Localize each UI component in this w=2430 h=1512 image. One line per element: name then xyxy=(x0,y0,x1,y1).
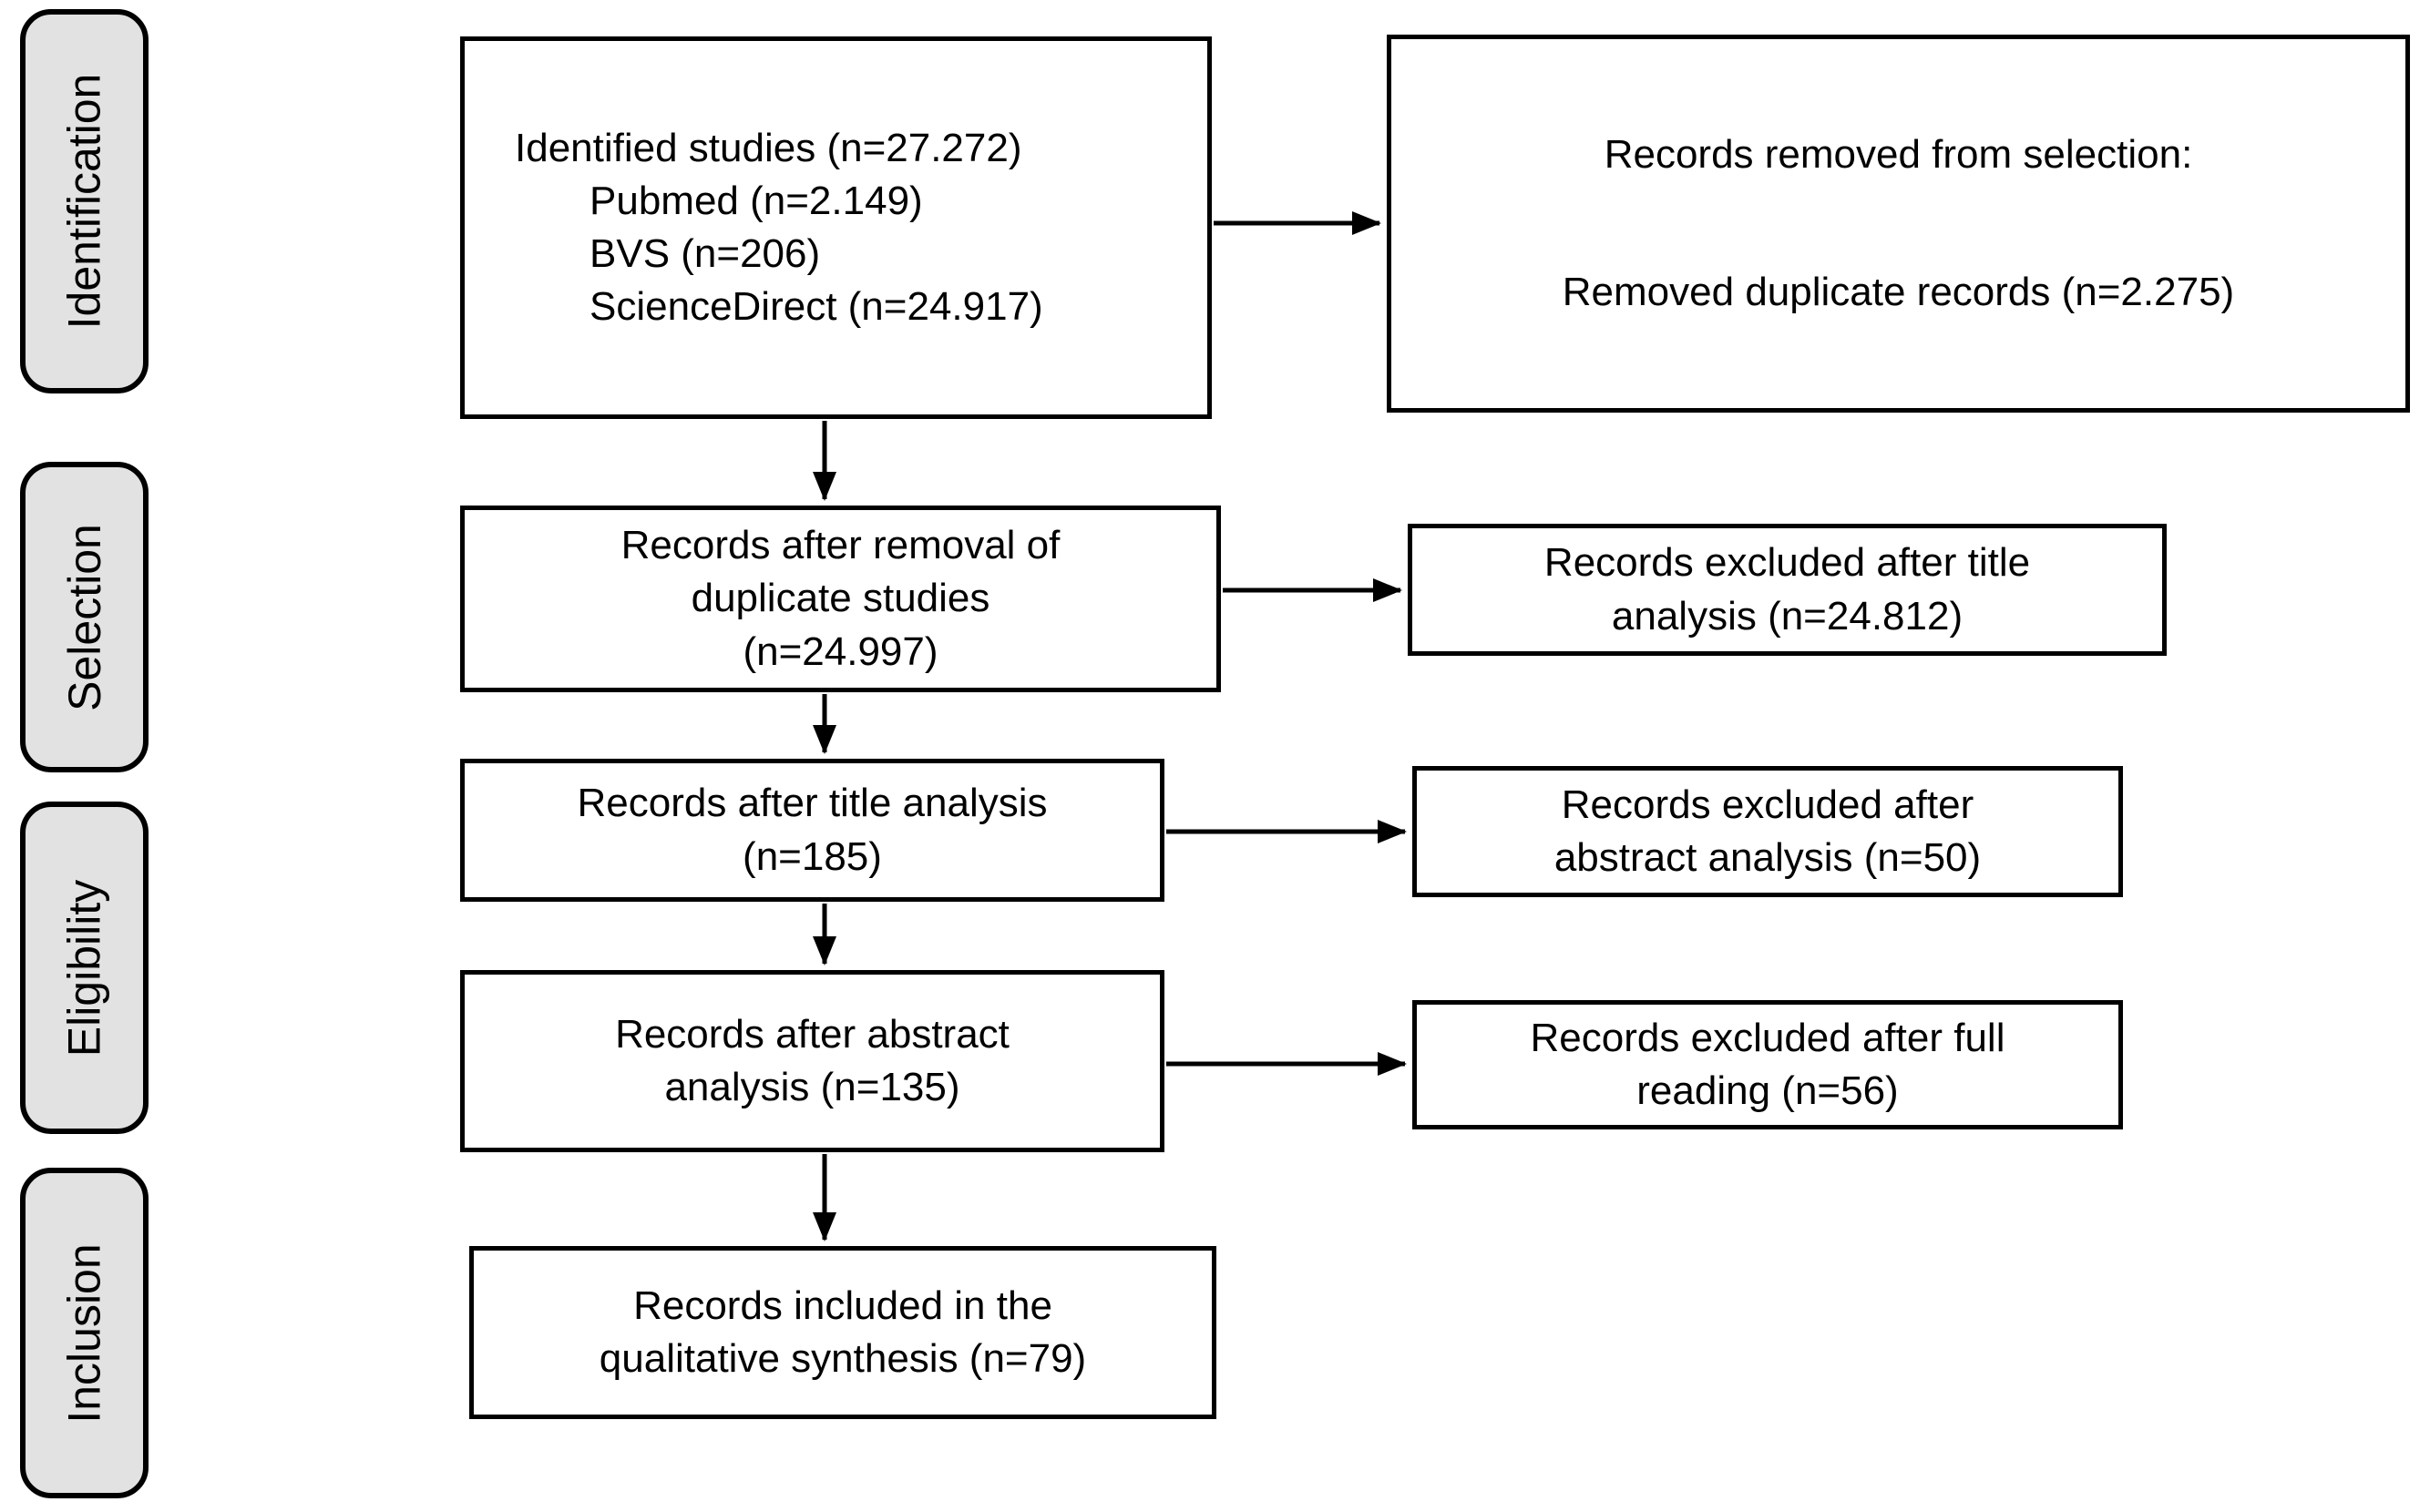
removed-duplicates-line: Removed duplicate records (n=2.275) xyxy=(1562,269,2235,314)
box-records-removed-from-selection: Records removed from selection: Removed … xyxy=(1387,35,2410,413)
box-records-after-duplicate-removal: Records after removal of duplicate studi… xyxy=(460,506,1221,692)
stage-eligibility-label: Eligibility xyxy=(58,879,110,1057)
removed-header-line: Records removed from selection: xyxy=(1604,132,2193,178)
stage-identification: Identification xyxy=(20,9,149,393)
included-line-2: qualitative synthesis (n=79) xyxy=(599,1336,1087,1381)
excluded-full-line-2: reading (n=56) xyxy=(1636,1068,1899,1113)
stage-identification-label: Identification xyxy=(58,73,110,330)
stage-selection: Selection xyxy=(20,462,149,772)
after-abstract-line-1: Records after abstract xyxy=(615,1011,1010,1057)
excluded-title-line-2: analysis (n=24.812) xyxy=(1611,593,1963,639)
box-identified-studies: Identified studies (n=27.272) Pubmed (n=… xyxy=(460,36,1212,419)
box-records-excluded-title-analysis: Records excluded after title analysis (n… xyxy=(1408,524,2167,656)
excluded-abstract-line-2: abstract analysis (n=50) xyxy=(1553,835,1982,880)
stage-selection-label: Selection xyxy=(58,523,110,711)
stage-inclusion-label: Inclusion xyxy=(58,1242,110,1424)
after-title-line-2: (n=185) xyxy=(743,833,882,879)
box-records-excluded-abstract-analysis: Records excluded after abstract analysis… xyxy=(1412,766,2123,897)
box-records-included-qualitative-synthesis: Records included in the qualitative synt… xyxy=(469,1246,1216,1419)
stage-inclusion: Inclusion xyxy=(20,1168,149,1498)
after-abstract-line-2: analysis (n=135) xyxy=(664,1065,960,1109)
identified-sciencedirect-line: ScienceDirect (n=24.917) xyxy=(590,284,1043,330)
after-dup-line-3: (n=24.997) xyxy=(743,628,938,674)
after-dup-line-1: Records after removal of xyxy=(620,523,1061,568)
excluded-title-line-1: Records excluded after title xyxy=(1543,540,2031,586)
after-title-line-1: Records after title analysis xyxy=(577,781,1048,826)
excluded-abstract-line-1: Records excluded after xyxy=(1561,782,1974,827)
box-records-excluded-full-reading: Records excluded after full reading (n=5… xyxy=(1412,1000,2123,1129)
included-line-1: Records included in the xyxy=(633,1282,1052,1328)
box-records-after-abstract-analysis: Records after abstract analysis (n=135) xyxy=(460,970,1164,1152)
stage-eligibility: Eligibility xyxy=(20,802,149,1134)
excluded-full-line-1: Records excluded after full xyxy=(1530,1015,2005,1060)
identified-bvs-line: BVS (n=206) xyxy=(590,231,821,276)
identified-pubmed-line: Pubmed (n=2.149) xyxy=(590,178,923,223)
after-dup-line-2: duplicate studies xyxy=(691,576,990,621)
box-records-after-title-analysis: Records after title analysis (n=185) xyxy=(460,759,1164,902)
identified-total-line: Identified studies (n=27.272) xyxy=(515,125,1022,170)
